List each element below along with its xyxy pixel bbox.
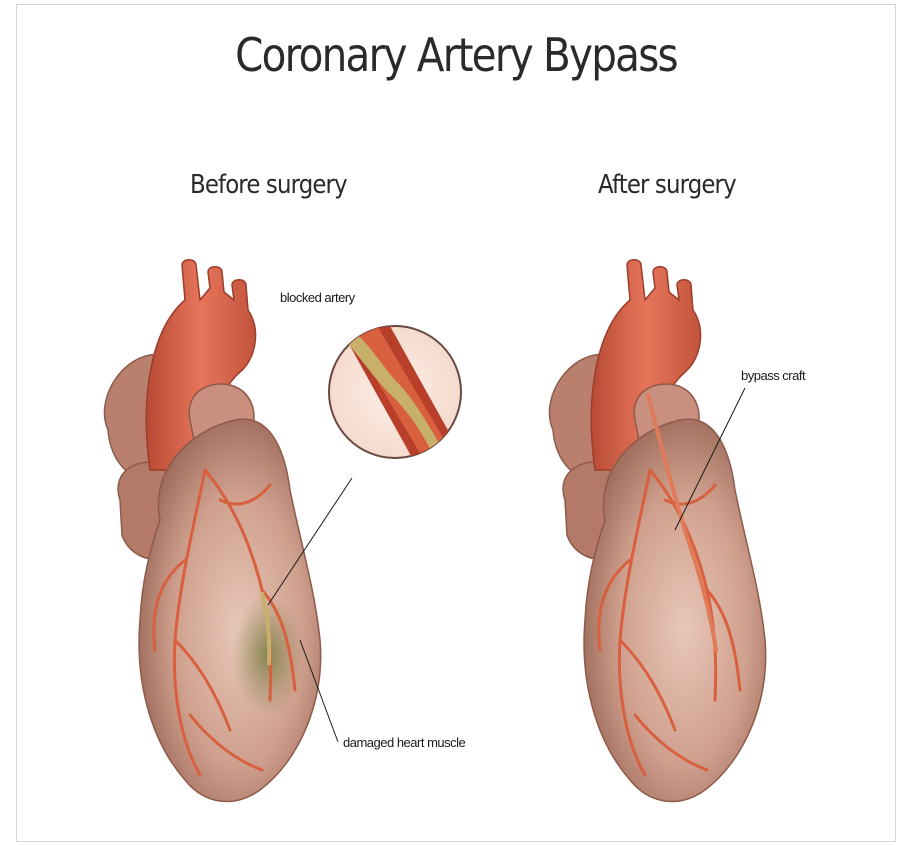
label-blocked-artery: blocked artery (280, 290, 355, 305)
label-damaged-muscle: damaged heart muscle (343, 735, 465, 750)
ventricle-before (139, 419, 321, 801)
heart-before (104, 260, 320, 802)
ventricle-after (584, 419, 766, 801)
heart-after (549, 260, 765, 802)
label-bypass: bypass craft (741, 368, 805, 383)
